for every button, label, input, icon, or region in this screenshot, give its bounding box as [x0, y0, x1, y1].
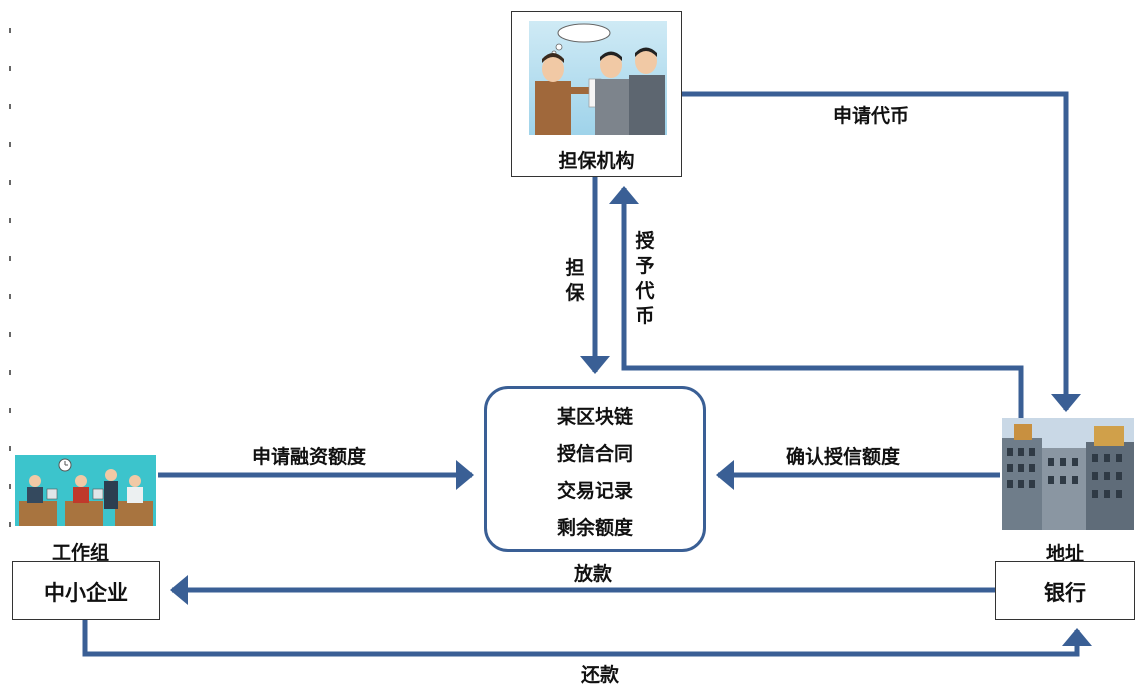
arrow-apply-token	[682, 91, 1081, 412]
bank-building-image	[1002, 418, 1134, 530]
guarantor-node: 担保机构	[511, 11, 682, 177]
arrow-grant-token	[609, 186, 1024, 418]
edge-label-apply-credit: 申请融资额度	[252, 446, 367, 468]
blockchain-node: 某区块链 授信合同 交易记录 剩余额度	[484, 386, 706, 552]
edge-label-guarantee: 担保	[565, 257, 585, 304]
bank-caption: 地址	[1046, 543, 1085, 565]
bank-node: 银行	[995, 561, 1135, 620]
smb-label: 中小企业	[44, 581, 128, 605]
blockchain-item-records: 交易记录	[556, 480, 633, 502]
edge-label-confirm-credit: 确认授信额度	[786, 446, 901, 468]
arrow-repay	[82, 620, 1092, 657]
bank-label: 银行	[1044, 581, 1086, 605]
meeting-people-image	[529, 21, 667, 135]
smb-node: 中小企业	[12, 561, 160, 620]
workgroup-image	[15, 455, 156, 526]
edge-label-grant-token: 授予代币	[635, 230, 655, 327]
edge-label-loan: 放款	[574, 563, 613, 585]
guarantor-label: 担保机构	[558, 150, 635, 172]
smb-caption: 工作组	[52, 542, 110, 564]
blockchain-item-remaining: 剩余额度	[556, 517, 633, 539]
edge-label-repay: 还款	[581, 664, 620, 686]
blockchain-item-chain: 某区块链	[556, 406, 633, 428]
edge-label-apply-token: 申请代币	[833, 105, 910, 127]
blockchain-item-contract: 授信合同	[556, 443, 633, 465]
